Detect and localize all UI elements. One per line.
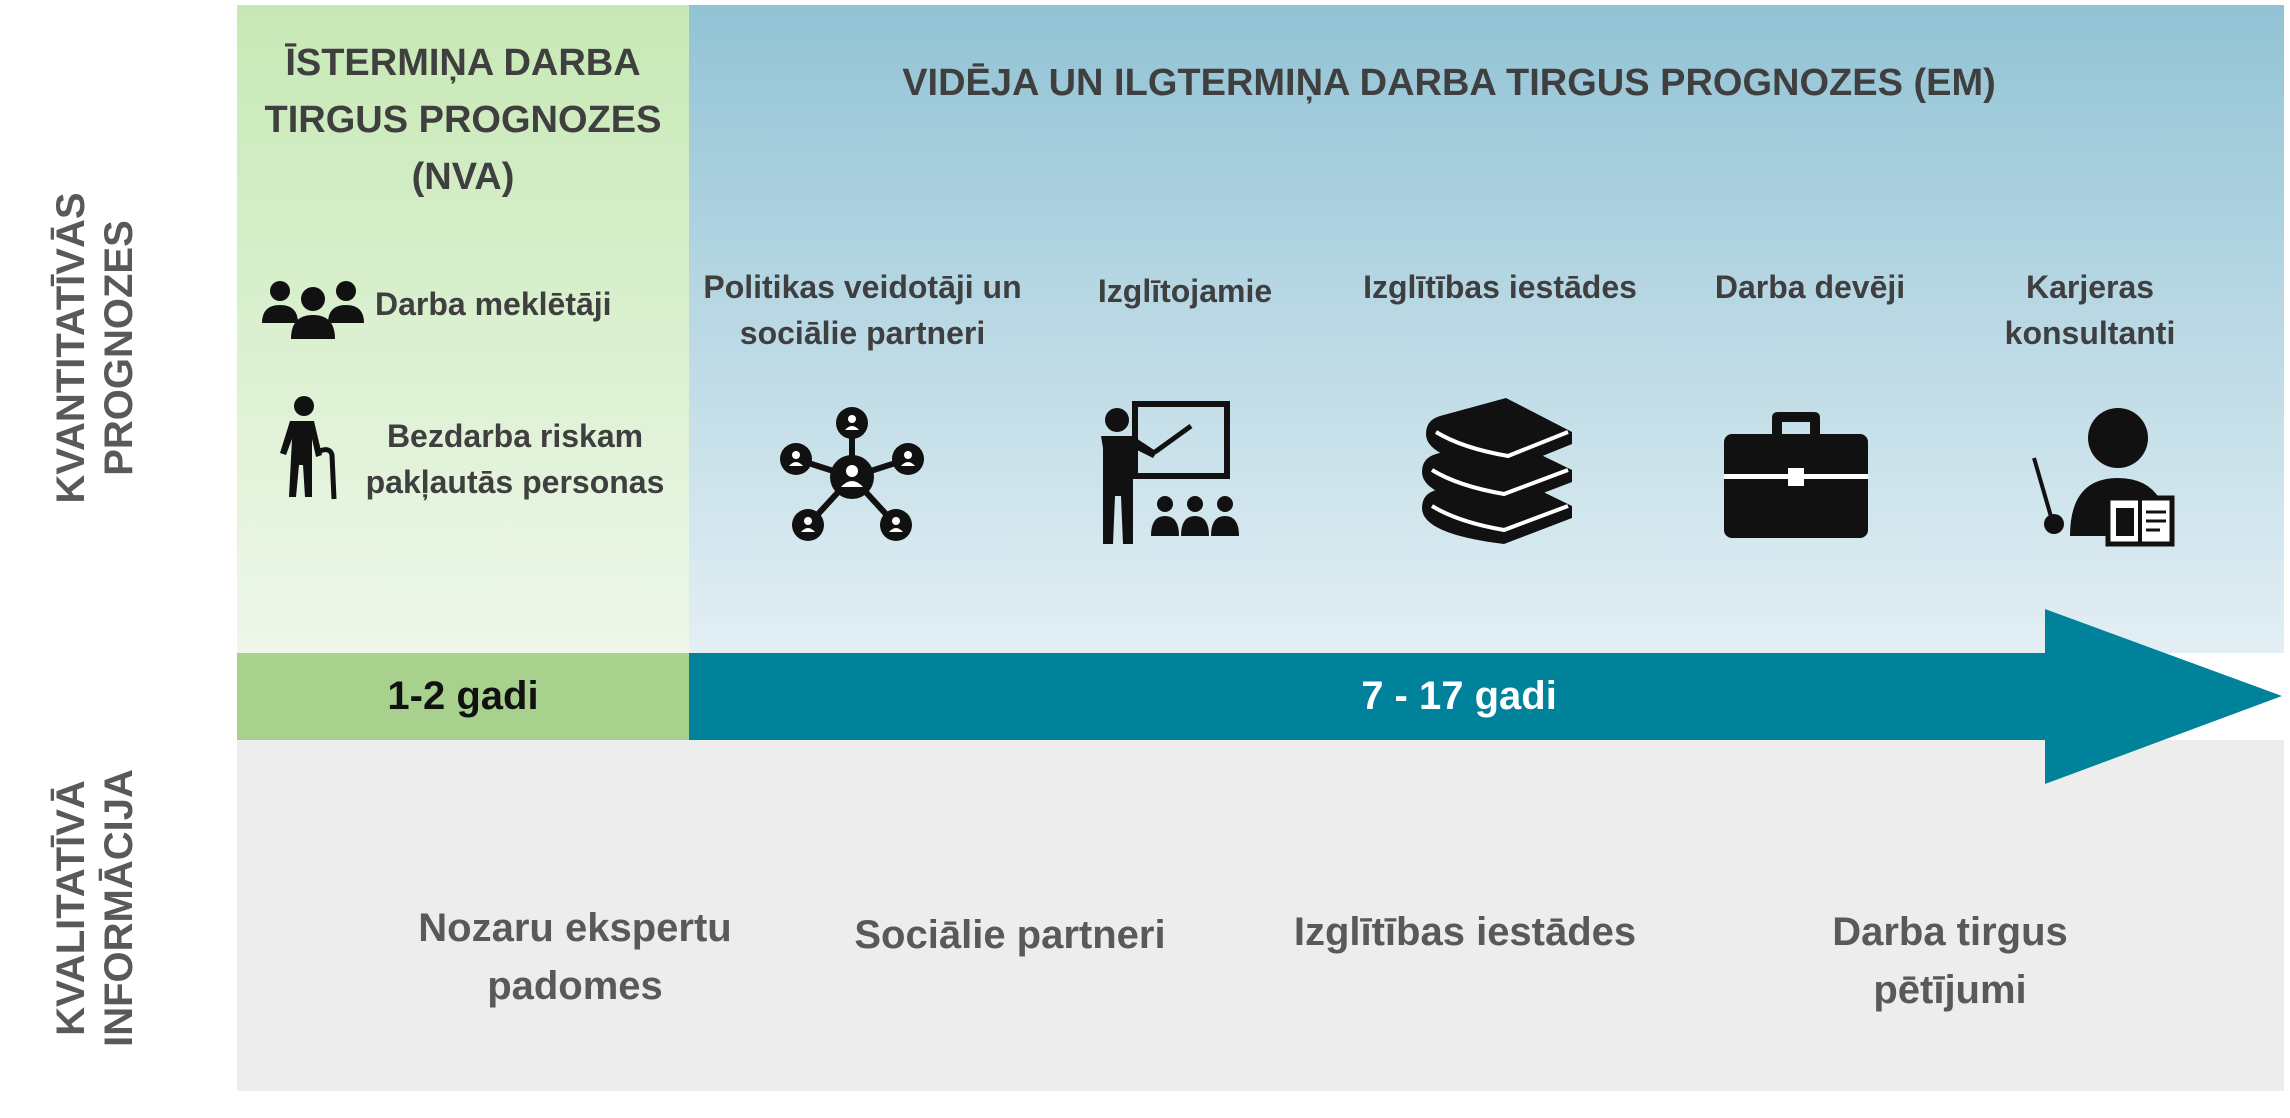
audience-label-career-consultants: Karjeras konsultanti <box>2004 269 2176 351</box>
side-label-quantitative: KVANTITATĪVĀS PROGNOZES <box>49 192 141 504</box>
qualitative-source-education-institutions: Izglītības iestādes <box>1293 910 1637 954</box>
side-label-qualitative: KVALITATĪVĀ INFORMĀCIJA <box>49 769 141 1047</box>
teacher-board-icon <box>1095 400 1255 550</box>
audience-label-policy-makers: Politikas veidotāji un sociālie partneri <box>703 269 1022 351</box>
people-group-icon <box>262 275 364 350</box>
group-label-job-seekers: Darba meklētāji <box>375 286 612 322</box>
audience-label-employers: Darba devēji <box>1714 269 1906 305</box>
network-icon <box>778 405 926 550</box>
timeline-arrow <box>689 609 2289 789</box>
short-term-title: ĪSTERMIŅA DARBA TIRGUS PROGNOZES (NVA) <box>264 42 662 198</box>
elderly-person-icon <box>272 395 344 505</box>
qualitative-source-social-partners: Sociālie partneri <box>854 913 1166 957</box>
short-term-horizon: 1-2 gadi <box>237 653 689 740</box>
audience-label-education-institutions: Izglītības iestādes <box>1363 269 1637 305</box>
books-icon <box>1418 398 1576 551</box>
qualitative-source-expert-councils: Nozaru ekspertu padomes <box>418 906 732 1008</box>
consultant-icon <box>2030 408 2180 553</box>
long-term-horizon: 7 - 17 gadi <box>1361 674 1557 718</box>
qualitative-panel <box>237 740 2284 1091</box>
qualitative-source-labour-market-studies: Darba tirgus pētījumi <box>1832 910 2068 1012</box>
long-term-panel <box>689 5 2284 653</box>
briefcase-icon <box>1722 410 1870 545</box>
audience-label-learners: Izglītojamie <box>1097 273 1273 309</box>
group-label-at-risk: Bezdarba riskam pakļautās personas <box>365 418 665 500</box>
long-term-title: VIDĒJA UN ILGTERMIŅA DARBA TIRGUS PROGNO… <box>902 62 1996 104</box>
